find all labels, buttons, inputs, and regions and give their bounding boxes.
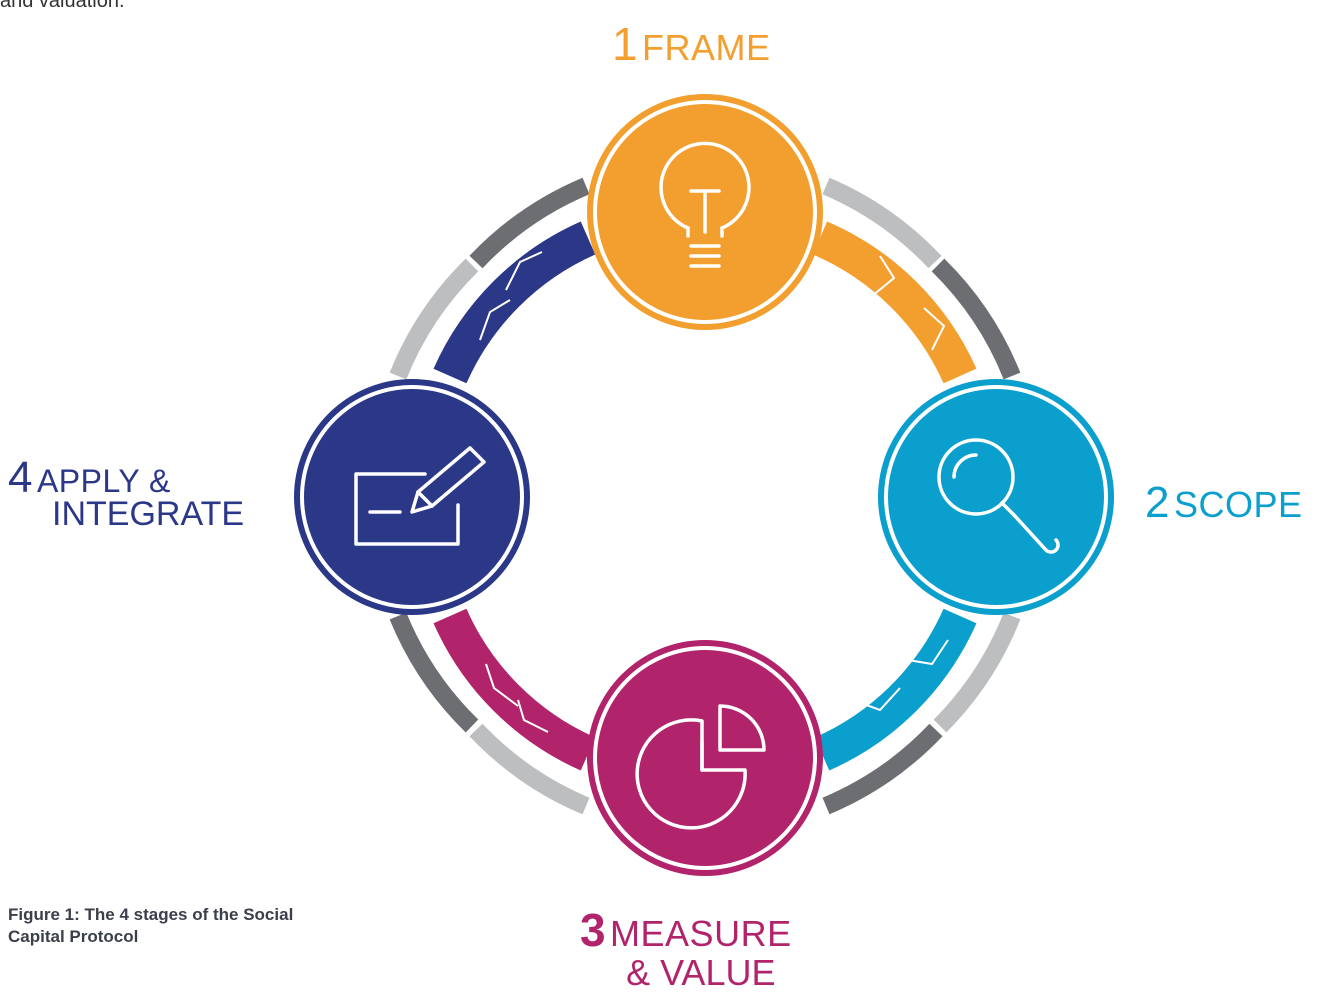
stage-number: 3 <box>580 904 606 956</box>
inner-arc-frame-to-scope <box>812 221 977 384</box>
stage-label-measure: 3 MEASURE & VALUE <box>580 906 792 992</box>
edit-icon <box>354 446 486 546</box>
stage-number: 2 <box>1145 478 1170 527</box>
outer-ring-arc-nw <box>389 258 479 380</box>
stage-title-line1: APPLY & <box>36 463 171 499</box>
outer-ring-arc-se <box>933 612 1021 733</box>
outer-ring-arc-ne <box>822 177 942 269</box>
outer-ring-arc-sw2 <box>389 612 479 733</box>
outer-ring-arc-ne2 <box>931 258 1021 380</box>
chevron-marker <box>517 699 549 733</box>
outer-ring-arc-nw2 <box>469 177 590 269</box>
chevron-marker <box>857 687 901 712</box>
magnifier-icon <box>937 438 1060 554</box>
stage-number: 4 <box>8 453 33 502</box>
stage-title: SCOPE <box>1173 484 1303 525</box>
inner-arc-apply-to-frame <box>433 221 596 384</box>
stage-title-line2: INTEGRATE <box>52 495 245 534</box>
figure-caption: Figure 1: The 4 stages of the Social Cap… <box>8 905 294 947</box>
outer-ring-arc-se2 <box>822 723 943 815</box>
stage-circle-scope <box>878 379 1114 615</box>
stage-title: FRAME <box>642 27 771 68</box>
stage-circle-measure <box>587 640 823 876</box>
inner-arc-measure-to-apply <box>433 608 596 771</box>
stage-label-frame: 1 FRAME <box>612 20 771 68</box>
stage-title-line1: MEASURE <box>610 913 792 954</box>
chevron-marker <box>871 255 896 297</box>
stage-circle-apply <box>294 379 530 615</box>
lightbulb-icon <box>659 141 751 268</box>
inner-arc-scope-to-measure <box>814 608 977 771</box>
chevron-marker <box>505 251 543 291</box>
chevron-marker <box>923 307 946 351</box>
chevron-marker <box>907 639 949 666</box>
outer-ring-arc-sw <box>469 723 590 815</box>
chevron-marker <box>479 299 511 341</box>
intro-text-fragment: and valuation. <box>0 0 125 12</box>
stage-label-apply: 4 APPLY & INTEGRATE <box>8 453 245 534</box>
stage-label-scope: 2 SCOPE <box>1145 478 1303 527</box>
pie-chart-icon <box>635 704 766 830</box>
chevron-marker <box>485 663 519 707</box>
stage-title-line2: & VALUE <box>626 952 776 994</box>
stage-number: 1 <box>612 18 638 70</box>
